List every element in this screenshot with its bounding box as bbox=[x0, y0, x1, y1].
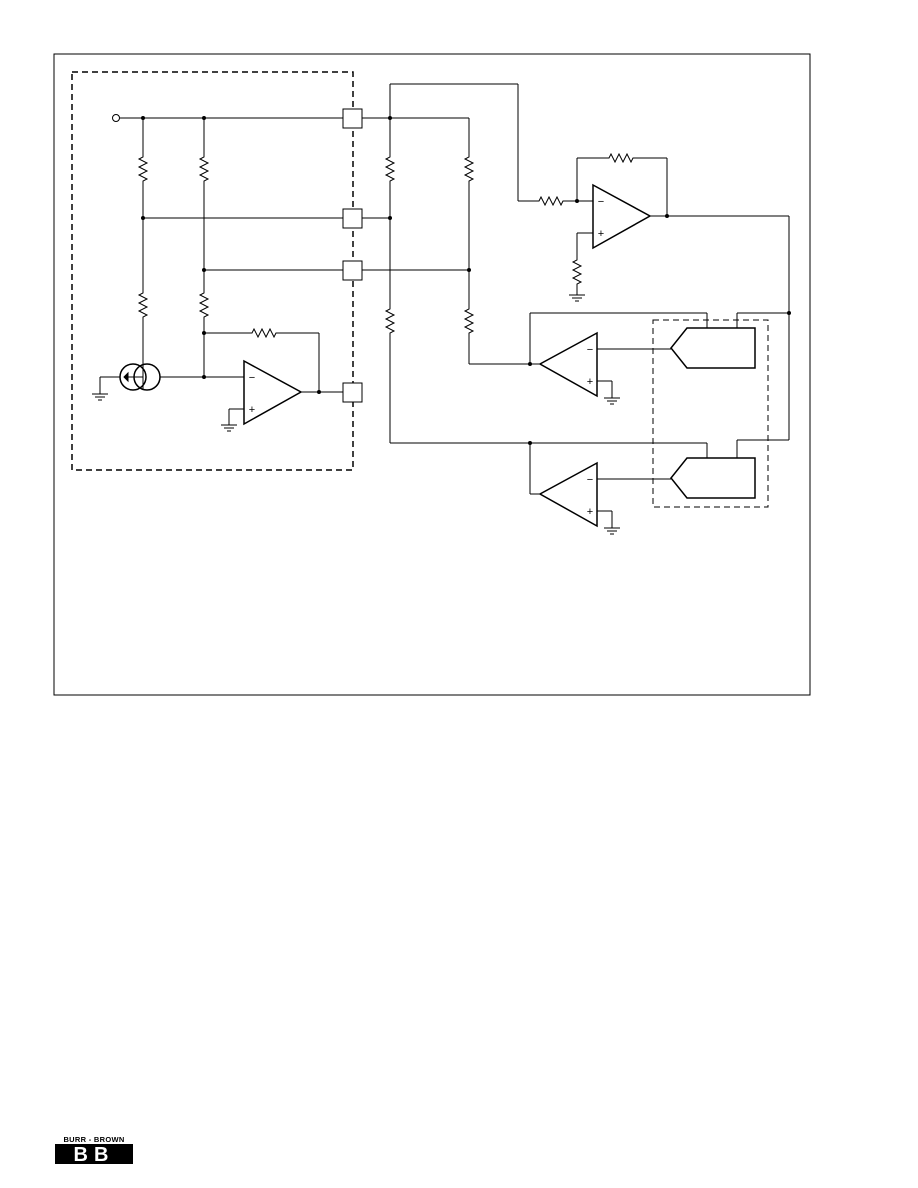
ground-symbol bbox=[221, 424, 237, 432]
connector-boundary bbox=[652, 319, 769, 508]
resistor bbox=[464, 152, 474, 186]
minus-sign: − bbox=[587, 474, 593, 486]
terminal-pad bbox=[342, 382, 363, 403]
input-terminal bbox=[112, 114, 120, 122]
op-amp-middle-right bbox=[538, 331, 598, 398]
minus-sign: − bbox=[587, 344, 593, 356]
ground-symbol bbox=[604, 527, 620, 535]
plus-sign: + bbox=[598, 228, 604, 240]
module-boundary bbox=[71, 71, 354, 471]
plus-sign: + bbox=[587, 506, 593, 518]
junction-dot bbox=[202, 116, 206, 120]
resistor bbox=[572, 255, 582, 289]
resistor bbox=[534, 196, 568, 206]
op-amps bbox=[243, 183, 652, 528]
junction-dot bbox=[665, 214, 669, 218]
junction-dot bbox=[388, 116, 392, 120]
junction-dot bbox=[141, 216, 145, 220]
terminal-pad bbox=[342, 108, 363, 129]
junction-dot bbox=[388, 216, 392, 220]
junction-dot bbox=[787, 311, 791, 315]
junction-dot bbox=[528, 362, 532, 366]
junction-dot bbox=[202, 331, 206, 335]
op-amp-signs: − + − + − + − + bbox=[249, 196, 604, 518]
connector-upper bbox=[670, 327, 756, 369]
minus-sign: − bbox=[598, 196, 604, 208]
junction-dot bbox=[528, 441, 532, 445]
op-amp-bottom-right bbox=[538, 461, 598, 528]
connectors bbox=[670, 327, 756, 499]
ground-symbol bbox=[92, 393, 108, 401]
junction-dot bbox=[467, 268, 471, 272]
resistor bbox=[199, 288, 209, 322]
junction-dot bbox=[202, 268, 206, 272]
resistor bbox=[464, 304, 474, 338]
grounds bbox=[92, 294, 620, 535]
resistor bbox=[604, 153, 638, 163]
burr-brown-logo: BURR - BROWN BB bbox=[55, 1135, 133, 1165]
resistor bbox=[247, 328, 281, 338]
current-source bbox=[119, 363, 161, 391]
resistor bbox=[199, 152, 209, 186]
terminal-pad bbox=[342, 208, 363, 229]
junction-dot bbox=[317, 390, 321, 394]
junction-dot bbox=[575, 199, 579, 203]
resistor bbox=[385, 304, 395, 338]
junction-dot bbox=[202, 375, 206, 379]
resistors bbox=[138, 152, 638, 338]
resistor bbox=[138, 152, 148, 186]
op-amp-top-right bbox=[592, 183, 652, 250]
plus-sign: + bbox=[587, 376, 593, 388]
figure-frame bbox=[53, 53, 811, 696]
logo-box bbox=[55, 1144, 133, 1164]
junction-dot bbox=[141, 116, 145, 120]
logo-mark: BB bbox=[74, 1144, 115, 1165]
terminal-pad bbox=[342, 260, 363, 281]
junctions bbox=[141, 116, 791, 445]
logo-wordmark: BURR - BROWN bbox=[63, 1135, 124, 1144]
plus-sign: + bbox=[249, 404, 255, 416]
ground-symbol bbox=[604, 397, 620, 405]
op-amp-left bbox=[243, 359, 303, 426]
terminals bbox=[342, 108, 363, 403]
ground-symbol bbox=[569, 294, 585, 302]
resistor bbox=[385, 152, 395, 186]
resistor bbox=[138, 288, 148, 322]
minus-sign: − bbox=[249, 372, 255, 384]
connector-lower bbox=[670, 457, 756, 499]
